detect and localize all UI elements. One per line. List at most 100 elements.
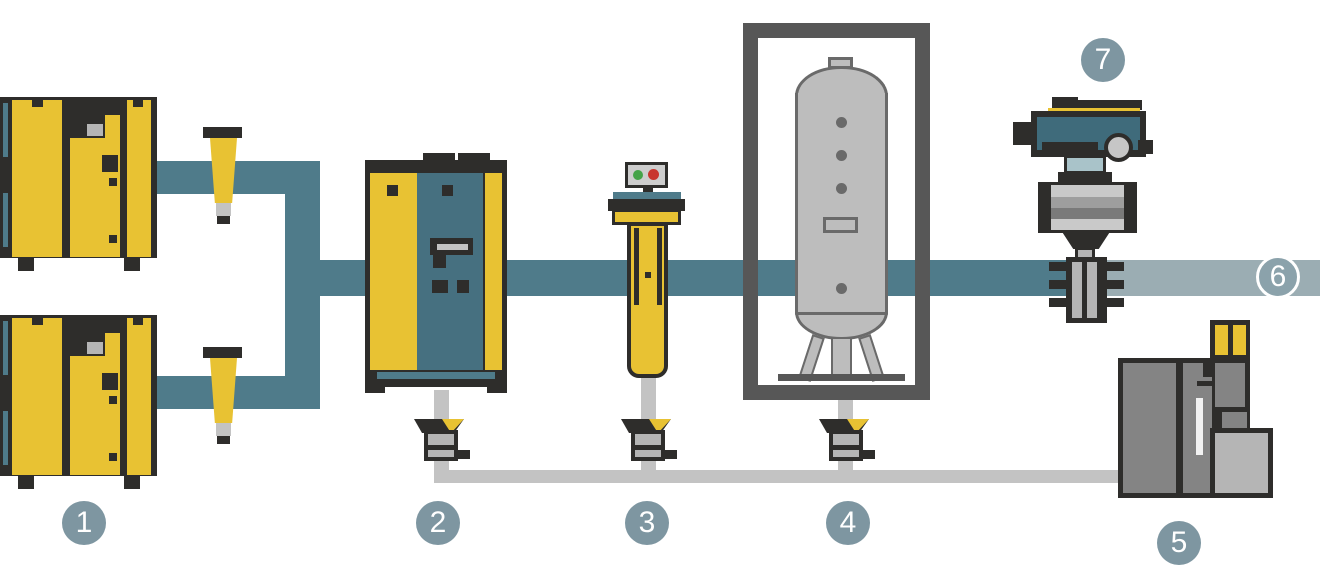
actuator-bottom-notch — [1042, 142, 1098, 157]
dryer-top-block — [423, 153, 455, 161]
dryer-vent-square — [442, 185, 453, 196]
connector-cone — [210, 138, 237, 203]
connector-cap — [203, 347, 242, 358]
dryer-display-tab — [433, 255, 446, 268]
compressor-unit-bottom — [0, 315, 157, 489]
hotspot-badge-2[interactable]: 2 — [416, 501, 460, 545]
hotspot-badge-3[interactable]: 3 — [625, 501, 669, 545]
vent-slit — [3, 321, 8, 375]
drain-outlet-arm — [863, 450, 875, 459]
pipe-connector-bottom — [203, 347, 243, 444]
compressor-foot — [18, 258, 34, 271]
filter-bowl-dot — [645, 272, 651, 278]
refrigeration-dryer — [365, 153, 507, 393]
valve-neck — [1062, 233, 1110, 249]
tank-floor-line — [778, 374, 905, 381]
compressed-air-filter — [605, 160, 700, 380]
connector-tip — [217, 436, 230, 444]
unit-level-window — [1196, 398, 1203, 455]
actuator-left-nub — [1013, 122, 1037, 145]
dryer-vent-square — [387, 185, 398, 196]
compressor-switch-small — [109, 178, 117, 186]
pipe-main-dark — [500, 260, 1085, 296]
unit-lower-panel — [1215, 433, 1268, 493]
compressor-control-square — [102, 373, 118, 390]
hotspot-badge-1[interactable]: 1 — [62, 501, 106, 545]
compressor-switch-small — [109, 396, 117, 404]
dryer-button — [432, 280, 448, 293]
vent-slit — [3, 103, 8, 157]
dryer-foot — [487, 380, 507, 393]
valve-body-bar — [1087, 262, 1097, 318]
cylinder-band — [1051, 185, 1124, 197]
drain-band — [833, 434, 859, 445]
compressor-switch-small — [109, 235, 117, 243]
dryer-foot — [365, 380, 385, 393]
drain-band — [635, 434, 661, 445]
drain-outlet-arm — [665, 450, 677, 459]
valve-body-bar — [1072, 262, 1082, 318]
compressor-panel-mid-column — [105, 333, 120, 363]
hotspot-badge-5[interactable]: 5 — [1157, 521, 1201, 565]
drain-band — [428, 434, 454, 445]
panel-notch — [133, 97, 143, 107]
connector-tip — [217, 216, 230, 224]
connector-collar — [216, 423, 231, 436]
unit-top-cartridge — [1215, 325, 1228, 355]
unit-top-cartridge — [1233, 325, 1246, 355]
unit-panel-left — [1123, 363, 1176, 493]
compressor-panel-right — [127, 318, 151, 475]
dryer-top-block — [458, 153, 490, 161]
condensate-drain-dryer — [414, 419, 470, 461]
compressor-foot — [124, 258, 140, 271]
dryer-panel-mid — [417, 173, 483, 370]
cylinder-band — [1051, 208, 1124, 219]
valve-fin — [1049, 280, 1066, 289]
unit-dash — [1197, 381, 1212, 386]
vent-slit — [3, 193, 8, 247]
drain-band — [635, 450, 661, 457]
compressor-unit-top — [0, 97, 157, 271]
panel-notch — [32, 315, 43, 325]
air-main-valve-unit — [1013, 92, 1153, 323]
actuator-cap-step — [1052, 97, 1078, 110]
actuator-flange — [1058, 172, 1112, 184]
hotspot-badge-6[interactable]: 6 — [1256, 255, 1300, 299]
compressor-vent-grille — [87, 342, 103, 354]
compressor-panel-left — [12, 100, 62, 257]
hotspot-badge-4[interactable]: 4 — [826, 501, 870, 545]
cylinder-band — [1051, 219, 1124, 230]
filter-bowl-line — [634, 228, 639, 305]
valve-fin — [1107, 262, 1124, 271]
filter-head-black-band — [608, 199, 685, 211]
compressor-panel-mid-column — [105, 115, 120, 145]
valve-fin — [1049, 298, 1066, 307]
hotspot-badge-7[interactable]: 7 — [1081, 38, 1125, 82]
dryer-base-bar — [377, 379, 495, 387]
pipe-dryer-inlet — [318, 260, 370, 296]
valve-fin — [1107, 280, 1124, 289]
tank-rivet — [836, 183, 847, 194]
cylinder-band — [1051, 197, 1124, 208]
panel-notch — [32, 97, 43, 107]
drain-band — [833, 450, 859, 457]
condensate-drain-tank — [819, 419, 875, 461]
condensate-drain-filter — [621, 419, 677, 461]
vent-slit — [3, 411, 8, 465]
pipe-collector-vertical — [285, 161, 320, 409]
tank-enclosure-frame — [743, 23, 930, 400]
drain-band — [428, 450, 454, 457]
pipe-connector-top — [203, 127, 243, 224]
actuator-right-nub — [1138, 140, 1153, 154]
actuator-knob — [1104, 133, 1133, 162]
compressor-panel-left — [12, 318, 62, 475]
dryer-base-strip — [377, 372, 495, 380]
filter-bowl-line — [657, 228, 662, 305]
drain-outlet-arm — [458, 450, 470, 459]
compressor-foot — [124, 476, 140, 489]
condensate-main-line — [434, 470, 1118, 483]
condensate-treatment-unit — [1118, 320, 1276, 500]
unit-panel-right-top — [1215, 363, 1245, 407]
compressor-vent-grille — [87, 124, 103, 136]
